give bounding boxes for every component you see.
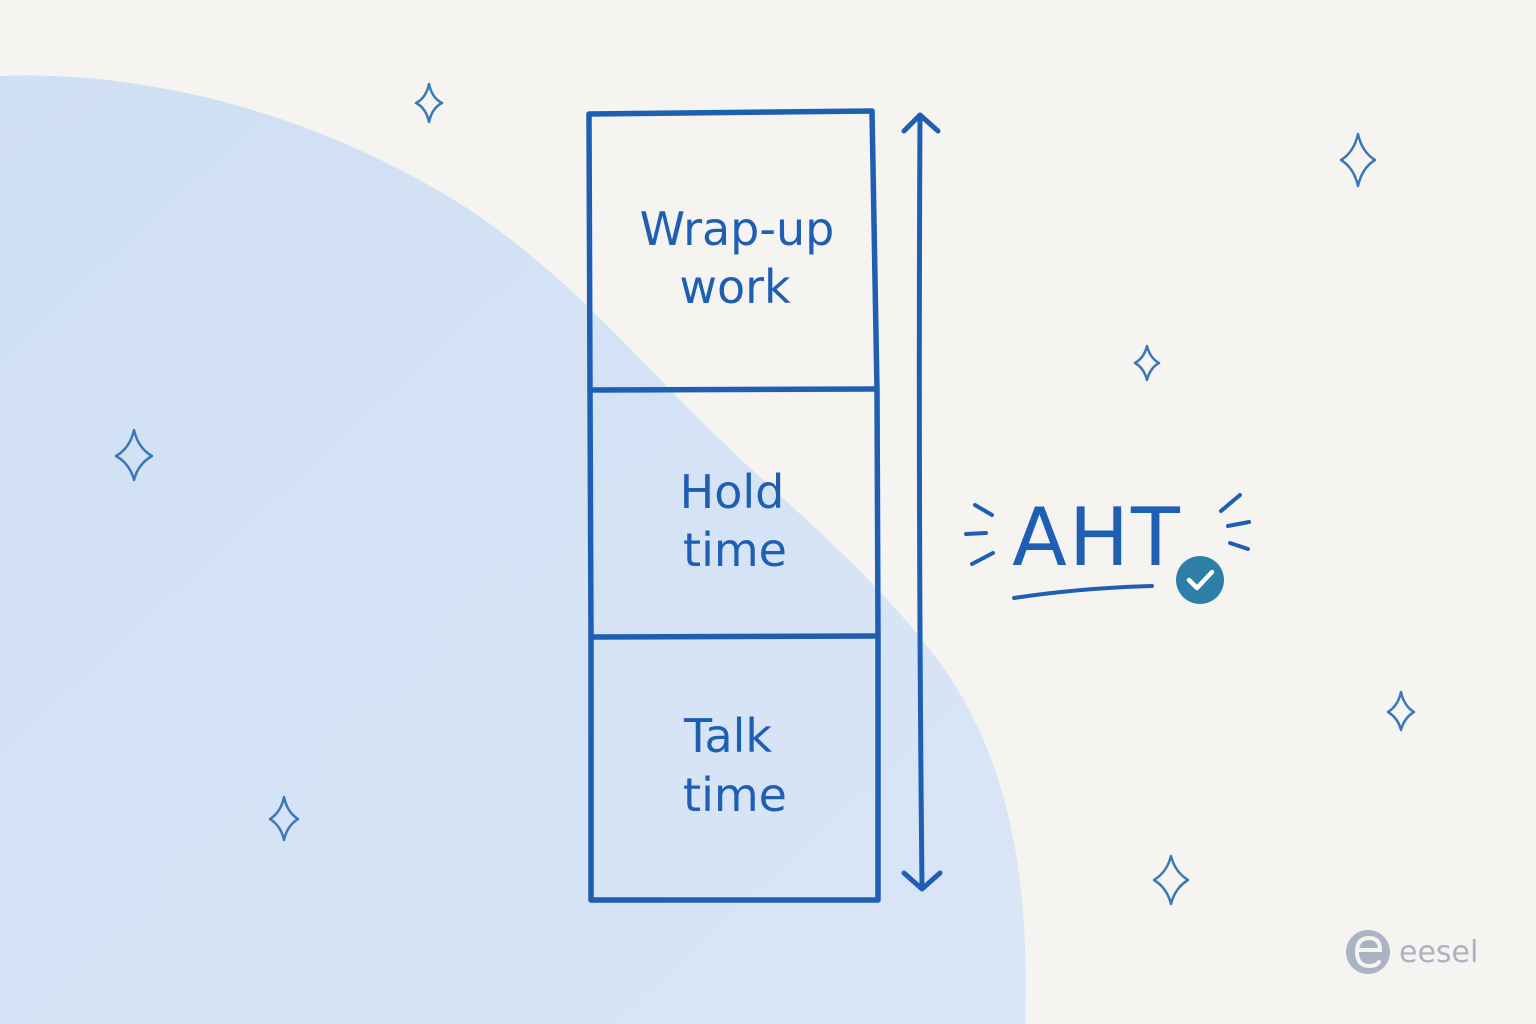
- stack-divider: [588, 633, 881, 640]
- segment-label-line1: Hold: [680, 465, 785, 519]
- total-double-arrow: [901, 112, 943, 892]
- sparkle-icon: [1339, 132, 1377, 188]
- segment-label-line1: Talk: [683, 709, 772, 763]
- stack-divider: [587, 386, 879, 393]
- segment-label-line2: time: [683, 768, 787, 822]
- sparkle-icon: [114, 428, 154, 482]
- aht-underline: [1012, 584, 1154, 600]
- sparkle-icons: [114, 82, 1416, 906]
- sparkle-icon: [1152, 854, 1190, 906]
- sparkle-icon: [1133, 344, 1161, 382]
- segment-label-line1: Wrap-up: [640, 202, 835, 256]
- background-blob: [0, 75, 1026, 1024]
- segment-wrap-up: Wrap-up work: [640, 202, 835, 314]
- emphasis-marks-right: [1219, 493, 1251, 551]
- segment-hold: Hold time: [680, 465, 787, 577]
- emphasis-marks-left: [964, 503, 995, 566]
- arrow-head-up-icon: [901, 112, 941, 134]
- sparkle-icon: [1386, 690, 1416, 732]
- arrow-head-down-icon: [901, 870, 943, 892]
- eesel-logo-icon: [1346, 930, 1390, 974]
- aht-label: AHT: [1012, 491, 1182, 584]
- sparkle-icon: [268, 795, 300, 842]
- time-stack: [586, 108, 881, 903]
- segment-talk: Talk time: [683, 709, 787, 822]
- segment-label-line2: work: [679, 260, 791, 314]
- segment-label-line2: time: [683, 523, 787, 577]
- brand: eesel: [1346, 930, 1478, 974]
- brand-name: eesel: [1399, 935, 1478, 970]
- stack-outline: [586, 108, 881, 903]
- aht-label-group: AHT: [964, 491, 1251, 604]
- check-circle-icon: [1176, 556, 1224, 604]
- sparkle-icon: [414, 82, 444, 124]
